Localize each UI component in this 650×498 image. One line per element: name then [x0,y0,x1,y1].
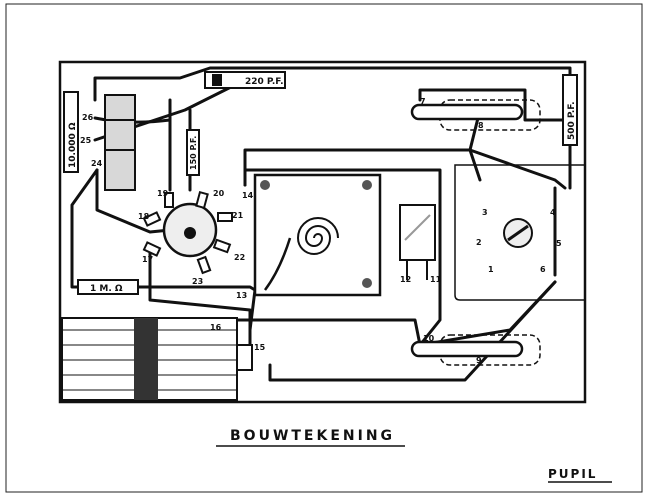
terminal-3: 3 [482,208,488,217]
drawing-title: BOUWTEKENING [230,428,395,444]
terminal-12: 12 [400,275,411,284]
block-capacitor [399,204,436,280]
coil-7-8 [410,99,541,131]
capacitor-500pf: 500 P.F. [562,74,578,146]
terminal-8: 8 [478,121,484,130]
terminal-26: 26 [82,113,94,122]
terminal-23: 23 [192,277,203,286]
terminal-7: 7 [420,97,426,106]
terminal-13: 13 [236,291,247,300]
signature: PUPIL [548,467,597,481]
capacitor-220pf: 220 P.F. [204,71,286,89]
tube-socket [142,190,233,275]
terminal-6: 6 [540,265,546,274]
battery [61,317,253,401]
terminal-9: 9 [476,356,482,365]
terminal-20: 20 [213,189,225,198]
svg-text:220 P.F.: 220 P.F. [245,77,284,87]
spiral-coil-box [253,173,382,297]
terminal-25: 25 [80,136,92,145]
terminal-5: 5 [556,239,562,248]
terminal-10: 10 [423,334,435,343]
coil-9-10 [410,334,541,366]
terminal-2: 2 [476,238,482,247]
terminal-4: 4 [550,208,556,217]
coil-former [104,94,136,191]
terminal-11: 11 [430,275,442,284]
terminal-18: 18 [138,212,150,221]
terminal-labels: 1 2 3 4 5 6 7 8 9 10 11 12 13 14 15 16 1… [80,97,562,365]
page-border [5,3,643,493]
terminal-19: 19 [157,189,169,198]
capacitor-150pf: 150 P.F. [186,129,200,176]
svg-text:150 P.F.: 150 P.F. [189,136,198,170]
svg-text:500 P.F.: 500 P.F. [567,101,577,140]
terminal-15: 15 [254,343,266,352]
right-panel [454,164,586,301]
resistor-1m-ohm: 1 M. Ω [77,279,139,295]
terminal-1: 1 [488,265,494,274]
terminal-17: 17 [142,255,153,264]
svg-text:10.000 Ω: 10.000 Ω [68,122,78,168]
terminal-14: 14 [242,191,254,200]
terminal-21: 21 [232,211,244,220]
resistor-10000-ohm: 10.000 Ω [63,91,79,173]
svg-text:1 M. Ω: 1 M. Ω [90,284,123,294]
terminal-22: 22 [234,253,245,262]
terminal-16: 16 [210,323,222,332]
terminal-24: 24 [91,159,103,168]
tuning-knob [503,218,533,248]
